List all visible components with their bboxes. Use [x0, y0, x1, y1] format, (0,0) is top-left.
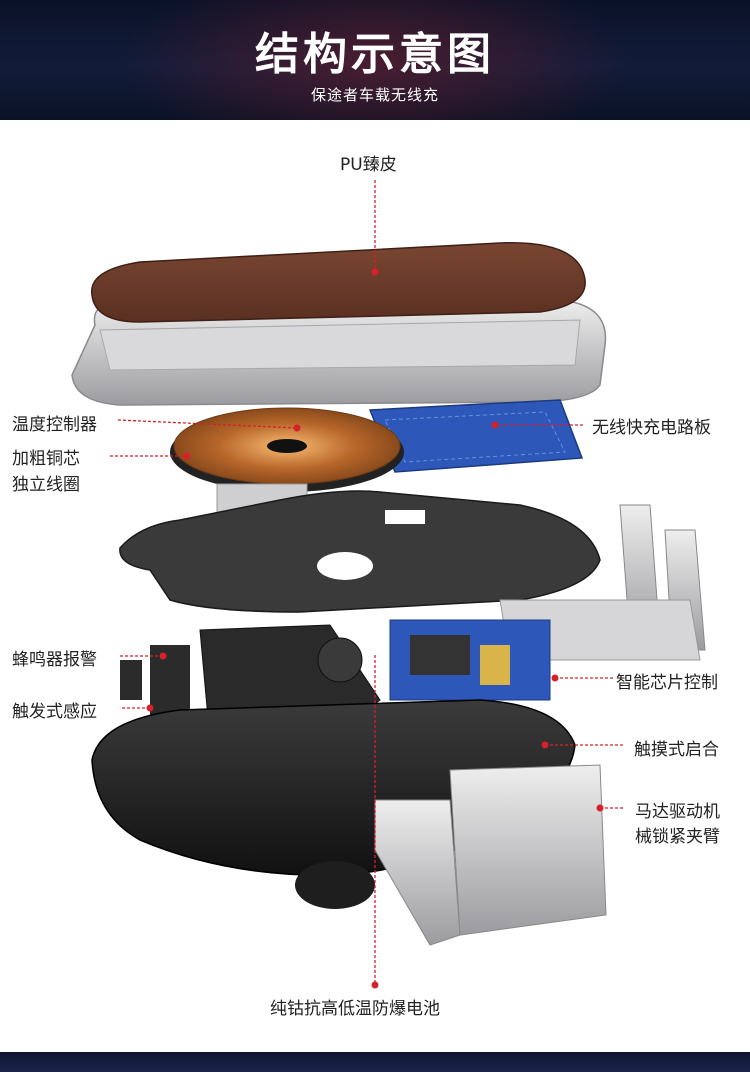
label-buzzer-alarm: 蜂鸣器报警: [12, 650, 97, 670]
label-battery: 纯钴抗高低温防爆电池: [270, 999, 440, 1019]
label-motor-arm-2: 械锁紧夹臂: [635, 827, 720, 847]
label-smart-chip: 智能芯片控制: [616, 673, 718, 693]
label-trigger-sensor: 触发式感应: [12, 702, 97, 722]
front-clamp-arm: [374, 799, 461, 946]
header-banner: 结构示意图 保途者车载无线充: [0, 0, 750, 120]
top-cover: [71, 299, 607, 406]
page-subtitle: 保途者车载无线充: [310, 86, 439, 104]
header-glow: [120, 0, 630, 120]
label-copper-coil-1: 加粗铜芯: [12, 449, 80, 469]
plate-slot: [385, 510, 425, 524]
label-wireless-board: 无线快充电路板: [592, 418, 711, 438]
label-temp-controller: 温度控制器: [12, 415, 97, 435]
base-knob: [295, 861, 375, 909]
footer-bar: [0, 1052, 750, 1072]
front-clamp-plate: [449, 764, 607, 936]
label-touch-start: 触摸式启合: [634, 740, 719, 760]
wireless-pcb: [368, 399, 584, 473]
exploded-diagram: [71, 180, 706, 989]
label-pu-leather: PU臻皮: [340, 155, 397, 175]
leader-lines: [110, 180, 625, 989]
shield-plate: [119, 490, 601, 613]
plate-hole: [317, 552, 373, 580]
label-copper-coil-2: 独立线圈: [12, 475, 80, 495]
pu-leather-pad: [91, 242, 586, 323]
page-title: 结构示意图: [255, 29, 495, 80]
label-motor-arm-1: 马达驱动机: [635, 802, 720, 822]
